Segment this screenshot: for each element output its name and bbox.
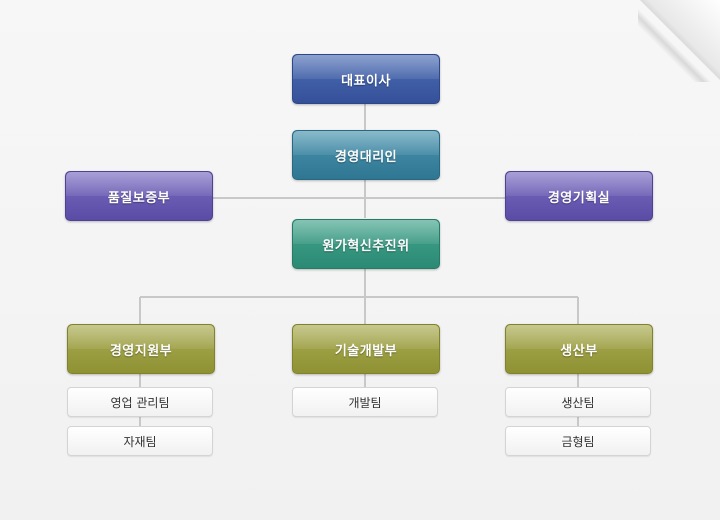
dept-tech-label: 기술개발부 xyxy=(334,343,398,359)
dept-production-label: 생산부 xyxy=(560,343,598,359)
innovation-box: 원가혁신추진위 xyxy=(292,219,440,269)
team-sales-mgmt: 영업 관리팀 xyxy=(67,387,213,417)
ceo-box: 대표이사 xyxy=(292,54,440,104)
dept-tech-box: 기술개발부 xyxy=(292,324,440,374)
innovation-label: 원가혁신추진위 xyxy=(322,238,410,254)
ceo-label: 대표이사 xyxy=(341,73,391,89)
team-sales-mgmt-label: 영업 관리팀 xyxy=(110,395,170,410)
team-materials: 자재팀 xyxy=(67,426,213,456)
quality-label: 품질보증부 xyxy=(107,190,171,206)
team-dev: 개발팀 xyxy=(292,387,438,417)
dept-management-label: 경영지원부 xyxy=(109,343,173,359)
team-dev-label: 개발팀 xyxy=(348,395,382,410)
team-mold-label: 금형팀 xyxy=(561,434,595,449)
dept-management-box: 경영지원부 xyxy=(67,324,215,374)
team-production-label: 생산팀 xyxy=(561,395,595,410)
dept-production-box: 생산부 xyxy=(505,324,653,374)
team-production: 생산팀 xyxy=(505,387,651,417)
deputy-box: 경영대리인 xyxy=(292,130,440,180)
team-mold: 금형팀 xyxy=(505,426,651,456)
planning-label: 경영기획실 xyxy=(547,190,611,206)
team-materials-label: 자재팀 xyxy=(123,434,157,449)
deputy-label: 경영대리인 xyxy=(334,149,398,165)
planning-box: 경영기획실 xyxy=(505,171,653,221)
quality-box: 품질보증부 xyxy=(65,171,213,221)
